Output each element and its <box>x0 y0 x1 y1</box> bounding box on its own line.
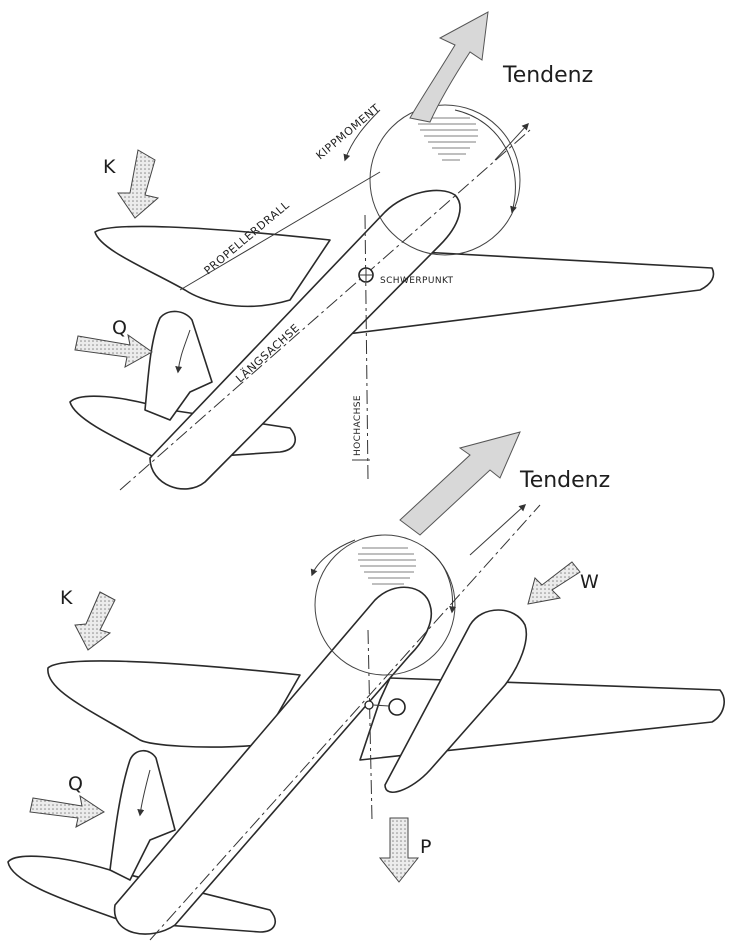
bottom-prop-axis-arrow <box>469 504 527 556</box>
bottom-tendenz-label: Tendenz <box>519 468 610 493</box>
top-prop-axis-arrow <box>494 122 529 161</box>
bottom-p-label: P <box>420 836 431 858</box>
bottom-q-arrow <box>29 794 105 828</box>
bottom-k-label: K <box>60 587 73 609</box>
bottom-longitudinal-axis <box>149 504 541 941</box>
bottom-engine-nacelle <box>384 609 528 794</box>
top-schwerpunkt-label: SCHWERPUNKT <box>380 276 454 286</box>
bottom-vertical-axis <box>367 629 373 821</box>
bottom-rotation-arrow-left <box>310 539 356 577</box>
bottom-rotation-arrow-right <box>424 547 457 614</box>
top-propeller-disk <box>369 104 521 256</box>
top-hochachse-label: HOCHACHSE <box>353 395 363 456</box>
bottom-p-arrow <box>378 817 420 883</box>
top-tendenz-label: Tendenz <box>502 63 593 88</box>
bottom-tendenz-arrow <box>399 431 521 536</box>
bottom-left-wing <box>47 660 301 748</box>
top-hochachse-line <box>364 214 369 481</box>
top-propeller-blur <box>418 117 478 161</box>
bottom-cg-link <box>372 704 390 707</box>
bottom-propeller-disk <box>314 534 456 676</box>
bottom-w-label: W <box>580 571 599 593</box>
bottom-cg-pivot <box>364 700 374 710</box>
bottom-propeller-blur <box>358 547 416 585</box>
top-fuselage <box>149 189 461 490</box>
top-airplane: Tendenz KIPPMOMENT PROPELLERDRALL SCHWER… <box>69 11 715 491</box>
bottom-q-label: Q <box>68 773 83 795</box>
top-laengsachse-line <box>119 129 531 491</box>
bottom-k-arrow <box>74 591 116 651</box>
top-fin-arrow <box>175 329 191 374</box>
bottom-fin-arrow <box>137 769 151 817</box>
bottom-cg-marker <box>388 698 406 716</box>
top-q-arrow <box>74 333 153 368</box>
top-k-arrow <box>117 149 160 219</box>
bottom-airplane: Tendenz K Q W P <box>7 431 725 941</box>
top-left-wing <box>94 225 331 308</box>
top-q-label: Q <box>112 317 127 339</box>
top-k-label: K <box>103 156 116 178</box>
top-rotation-arrow <box>454 109 517 214</box>
top-propellerdrall-line <box>179 171 381 291</box>
top-right-wing <box>314 249 715 339</box>
top-kipp-arrow <box>343 109 381 162</box>
bottom-w-arrow <box>527 561 581 605</box>
bottom-fuselage <box>113 586 432 935</box>
top-tendenz-arrow <box>409 11 489 123</box>
